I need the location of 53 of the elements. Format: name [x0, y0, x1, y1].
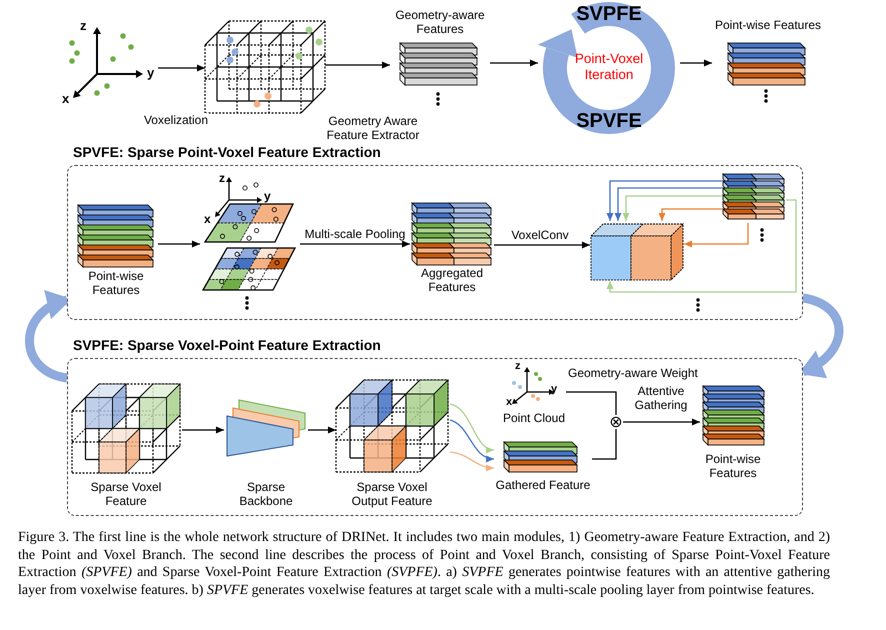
- node-label: SPVFE: [576, 110, 642, 132]
- arrow: [325, 62, 390, 68]
- axis-label: y: [147, 65, 154, 80]
- panel-title: SVPFE: Sparse Voxel-Point Feature Extraction: [73, 337, 381, 354]
- node-label: Sparse Backbone: [238, 480, 294, 508]
- axis-label: x: [62, 91, 70, 106]
- node-note: Geometry-aware Weight: [568, 366, 698, 380]
- arrow: [158, 64, 205, 72]
- arrow: [614, 187, 722, 221]
- connector-line: [566, 391, 617, 415]
- axis-label: y: [551, 383, 558, 396]
- connector-line: [592, 429, 617, 460]
- panel-title: SPVFE: Sparse Point-Voxel Feature Extraction: [73, 144, 381, 161]
- arrow: [622, 195, 722, 221]
- edge-label: Attentive Gathering: [634, 384, 688, 412]
- arrow: [494, 242, 590, 248]
- arrow: [623, 418, 700, 426]
- axis-label: z: [219, 171, 225, 185]
- edge-label: Geometry Aware Feature Extractor: [326, 114, 420, 142]
- figure-caption: Figure 3. The first line is the whole network structure of DRINet. It includes two main modules, 1) Geometry-aware Feature Extraction, and 2) the Point and Voxel Branch. The second line describes the process of Point and Voxel Branch, consisting of Sparse Point-Voxel Feature Extraction (SPVFE) and Sparse Voxel-Point Feature Extraction (SVPFE). a) SVPFE generates pointwise features with an attentive gathering layer from voxelwise features. b) SPVFE generates voxelwise features at target scale with a multi-scale pooling layer from pointwise features.: [18, 529, 830, 600]
- node-label: Sparse Voxel Feature: [90, 480, 162, 508]
- node-label: Point Cloud: [502, 411, 566, 425]
- arrow: [606, 180, 722, 221]
- edge-label: VoxelConv: [510, 228, 570, 242]
- node-label: Gathered Feature: [495, 478, 591, 492]
- arrow: [684, 223, 749, 248]
- axis-label: y: [264, 189, 271, 203]
- multiply-symbol: ⊗: [608, 413, 624, 431]
- axis-label: z: [80, 18, 86, 33]
- arrow: [680, 60, 712, 66]
- arrow: [300, 240, 410, 248]
- node-label: Sparse Voxel Output Feature: [351, 480, 433, 508]
- arrow: [158, 240, 200, 248]
- arrow: [450, 451, 494, 471]
- axis-label: z: [515, 360, 520, 373]
- arrow: [308, 426, 336, 434]
- node-label: SVPFE: [576, 3, 642, 25]
- node-label: Point-wise Features: [704, 452, 762, 480]
- node-label: Point-wise Features: [714, 18, 822, 32]
- arrow: [182, 426, 224, 434]
- edge-label: Voxelization: [143, 113, 209, 127]
- arrow: [658, 208, 722, 221]
- node-label: Aggregated Features: [420, 266, 484, 294]
- node-label: Point-wise Features: [88, 269, 144, 297]
- arrow: [606, 199, 797, 293]
- axis-label: x: [506, 396, 512, 409]
- arrow: [450, 403, 494, 452]
- edge-label: Multi-scale Pooling: [304, 227, 406, 241]
- arrow: [490, 60, 538, 66]
- node-label: Point-Voxel Iteration: [574, 51, 644, 83]
- axis-label: x: [204, 212, 211, 226]
- arrow: [450, 419, 494, 462]
- node-label: Geometry-aware Features: [394, 8, 486, 36]
